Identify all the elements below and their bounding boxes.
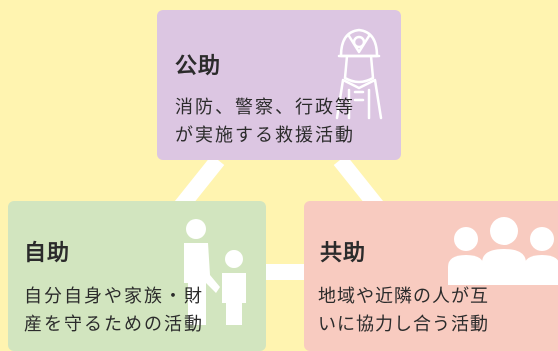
public-assistance-box: 公助 消防、警察、行政等 が実施する救援活動 [157, 10, 401, 160]
self-help-title: 自助 [24, 241, 71, 266]
firefighter-icon [335, 28, 383, 120]
public-assistance-description: 消防、警察、行政等 が実施する救援活動 [175, 97, 355, 146]
self-help-box: 自助 自分自身や家族・財 産を守るための活動 [8, 201, 266, 351]
parent-child-icon [184, 219, 246, 325]
mutual-help-box: 共助 地域や近隣の人が互 いに協力し合う活動 [304, 201, 558, 351]
public-assistance-title: 公助 [175, 54, 222, 79]
mutual-help-title: 共助 [320, 241, 367, 266]
self-help-description: 自分自身や家族・財 産を守るための活動 [24, 286, 204, 335]
mutual-help-description: 地域や近隣の人が互 いに協力し合う活動 [318, 286, 489, 335]
group-people-icon [448, 217, 558, 285]
